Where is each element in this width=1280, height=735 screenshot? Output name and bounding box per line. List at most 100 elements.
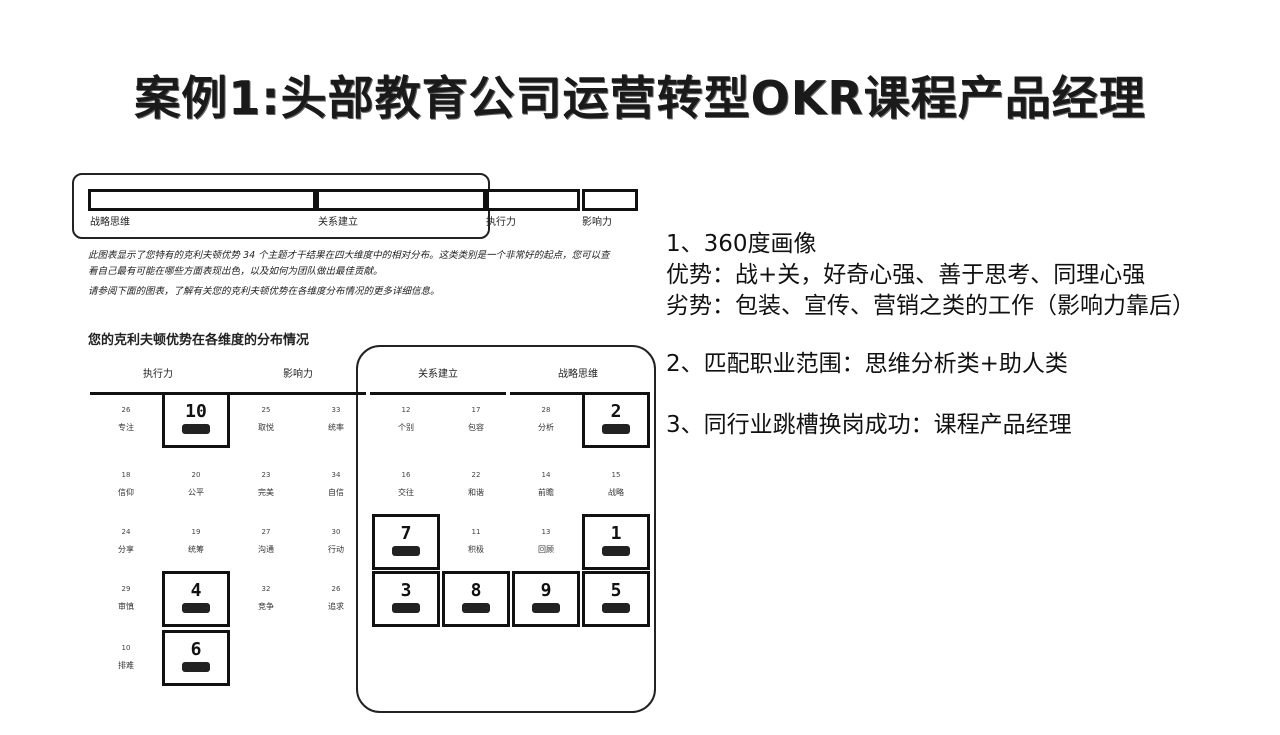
top-strength-cell: 6 xyxy=(162,630,230,686)
theme-rank: 22 xyxy=(471,471,481,479)
column-head-influencing: 影响力 xyxy=(230,365,366,395)
top-strength-cell: 9 xyxy=(512,571,580,627)
note-strengths: 优势：战+关，好奇心强、善于思考、同理心强 xyxy=(666,262,1146,288)
theme-name: 统率 xyxy=(328,423,344,432)
theme-rank: 19 xyxy=(191,528,201,536)
theme-name: 交往 xyxy=(398,488,414,497)
theme-cell: 16 交往 xyxy=(372,457,440,513)
theme-cell: 22 和谐 xyxy=(442,457,510,513)
theme-name: 取悦 xyxy=(258,423,274,432)
slide-title: 案例1:头部教育公司运营转型OKR课程产品经理 xyxy=(134,71,1146,125)
column-head-strategic: 战略思维 xyxy=(510,365,646,395)
theme-rank: 16 xyxy=(401,471,411,479)
theme-name: 分析 xyxy=(538,423,554,432)
top-strength-cell: 5 xyxy=(582,571,650,627)
theme-rank: 23 xyxy=(261,471,271,479)
theme-name: 专注 xyxy=(118,423,134,432)
theme-rank: 5 xyxy=(610,580,622,601)
theme-rank: 6 xyxy=(190,639,202,660)
theme-rank: 18 xyxy=(121,471,131,479)
theme-rank: 2 xyxy=(610,401,622,422)
distribution-heading: 您的克利夫顿优势在各维度的分布情况 xyxy=(88,333,310,348)
top-strength-cell: 7 xyxy=(372,514,440,570)
theme-name xyxy=(602,546,630,556)
theme-name xyxy=(462,603,490,613)
bar-label-strategic: 战略思维 xyxy=(90,217,130,228)
theme-rank: 30 xyxy=(331,528,341,536)
description-line-2: 看自己最有可能在哪些方面表现出色，以及如何为团队做出最佳贡献。 xyxy=(88,266,383,277)
note-portrait: 1、360度画像 xyxy=(666,231,817,257)
note-job-change: 3、同行业跳槽换岗成功：课程产品经理 xyxy=(666,412,1072,438)
top-strength-cell: 10 xyxy=(162,392,230,448)
theme-rank: 26 xyxy=(331,585,341,593)
theme-name: 竞争 xyxy=(258,602,274,611)
theme-rank: 14 xyxy=(541,471,551,479)
theme-name: 排难 xyxy=(118,661,134,670)
theme-rank: 32 xyxy=(261,585,271,593)
theme-name: 公平 xyxy=(188,488,204,497)
theme-rank: 3 xyxy=(400,580,412,601)
description-line-1: 此图表显示了您特有的克利夫顿优势 34 个主题才干结果在四大维度中的相对分布。这… xyxy=(88,250,610,261)
right-columns-highlight xyxy=(356,345,656,713)
theme-rank: 27 xyxy=(261,528,271,536)
theme-name: 审慎 xyxy=(118,602,134,611)
theme-name xyxy=(182,603,210,613)
theme-cell: 10 排难 xyxy=(92,630,160,686)
theme-rank: 15 xyxy=(611,471,621,479)
theme-name: 信仰 xyxy=(118,488,134,497)
theme-rank: 9 xyxy=(540,580,552,601)
note-career-match: 2、匹配职业范围：思维分析类+助人类 xyxy=(666,351,1068,377)
theme-rank: 20 xyxy=(191,471,201,479)
theme-name xyxy=(532,603,560,613)
theme-rank: 4 xyxy=(190,580,202,601)
theme-name: 行动 xyxy=(328,545,344,554)
theme-name: 个别 xyxy=(398,423,414,432)
theme-name: 和谐 xyxy=(468,488,484,497)
theme-rank: 1 xyxy=(610,523,622,544)
top-strength-cell: 2 xyxy=(582,392,650,448)
theme-cell: 32 竞争 xyxy=(232,571,300,627)
theme-name: 分享 xyxy=(118,545,134,554)
theme-cell: 28 分析 xyxy=(512,392,580,448)
description-line-3: 请参阅下面的图表，了解有关您的克利夫顿优势在各维度分布情况的更多详细信息。 xyxy=(88,286,440,297)
bar-strategic xyxy=(88,189,316,211)
top-strength-cell: 4 xyxy=(162,571,230,627)
theme-name xyxy=(392,603,420,613)
theme-rank: 11 xyxy=(471,528,481,536)
top-strength-cell: 3 xyxy=(372,571,440,627)
theme-rank: 28 xyxy=(541,406,551,414)
theme-cell: 14 前瞻 xyxy=(512,457,580,513)
theme-cell: 24 分享 xyxy=(92,514,160,570)
bar-label-executing: 执行力 xyxy=(486,217,516,228)
theme-name xyxy=(602,603,630,613)
bar-label-influencing: 影响力 xyxy=(582,217,612,228)
theme-cell: 19 统筹 xyxy=(162,514,230,570)
theme-name: 自信 xyxy=(328,488,344,497)
column-head-executing: 执行力 xyxy=(90,365,226,395)
theme-name xyxy=(182,662,210,672)
theme-rank: 24 xyxy=(121,528,131,536)
strengths-report-figure: 战略思维 关系建立 执行力 影响力 此图表显示了您特有的克利夫顿优势 34 个主… xyxy=(60,165,660,725)
bar-executing xyxy=(486,189,580,211)
column-head-relationship: 关系建立 xyxy=(370,365,506,395)
top-strength-cell: 1 xyxy=(582,514,650,570)
theme-name: 前瞻 xyxy=(538,488,554,497)
theme-rank: 8 xyxy=(470,580,482,601)
bar-label-relationship: 关系建立 xyxy=(318,217,358,228)
top-strength-cell: 8 xyxy=(442,571,510,627)
theme-name: 统筹 xyxy=(188,545,204,554)
theme-rank: 34 xyxy=(331,471,341,479)
theme-cell: 30 行动 xyxy=(302,514,370,570)
theme-rank: 10 xyxy=(185,401,207,422)
theme-rank: 10 xyxy=(121,644,131,652)
bar-influencing xyxy=(582,189,638,211)
theme-rank: 13 xyxy=(541,528,551,536)
